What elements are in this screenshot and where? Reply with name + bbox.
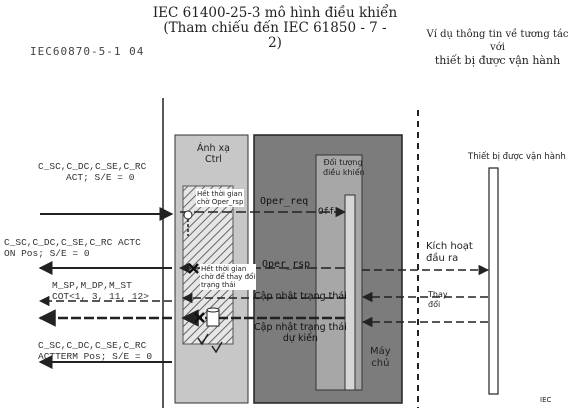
update-expected-line-1: Cập nhật trạng thái <box>254 322 347 333</box>
server-label: Máy chủ <box>370 346 391 370</box>
timeout-note-2-line-2: chờ để thay đổi <box>201 273 256 281</box>
update-status-label: Cập nhật trạng thái <box>254 291 347 302</box>
signal-monitor: M_SP,M_DP,M_ST COT<1, 3, 11, 12> <box>52 280 149 302</box>
timer-symbol-1 <box>183 210 193 236</box>
control-object-label-2: điều khiển <box>323 168 365 177</box>
change-line-1: Thay <box>428 290 448 299</box>
activate-line-2: đầu ra <box>426 253 459 264</box>
right-header: Ví dụ thông tin về tương tác với thiết b… <box>425 28 570 67</box>
signal-act: C_SC,C_DC,C_SE,C_RC ACT; S/E = 0 <box>38 161 146 183</box>
change-line-2: đổi <box>428 300 441 309</box>
timeout-note-2-line-1: Hết thời gian <box>201 265 247 273</box>
timer-check-1 <box>197 333 209 346</box>
signal-actterm-line-2: ACTTERM Pos; S/E = 0 <box>38 351 153 362</box>
off-label: Off <box>318 207 335 217</box>
oper-req-label: Oper_req <box>260 196 309 207</box>
device-bar <box>488 167 499 395</box>
mapping-label-2: Ctrl <box>205 154 222 165</box>
mapping-label-1: Ánh xạ <box>197 143 231 154</box>
update-expected-label: Cập nhật trạng thái dự kiến <box>254 322 347 344</box>
title-line-3: 2) <box>268 35 282 51</box>
timeout-cross-2 <box>194 312 205 323</box>
change-label: Thay đổi <box>428 290 448 310</box>
server-label-1: Máy <box>370 346 391 357</box>
page-title: IEC 61400-25-3 mô hình điều khiển (Tham … <box>150 6 400 51</box>
timeout-note-1: Hết thời gian chờ Oper_rsp <box>196 189 245 207</box>
activate-label: Kích hoạt đầu ra <box>426 241 473 265</box>
signal-actcon-line-2: ON Pos; S/E = 0 <box>4 248 90 259</box>
timer-check-2 <box>211 341 223 354</box>
update-expected-line-2: dự kiến <box>282 333 318 344</box>
title-line-2: (Tham chiếu đến IEC 61850 - 7 - <box>163 20 387 36</box>
signal-act-line-2: ACT; S/E = 0 <box>66 172 135 183</box>
timeout-note-2: Hết thời gian chờ để thay đổi trạng thái <box>200 264 257 290</box>
signal-actcon-line-1: C_SC,C_DC,C_SE,C_RC ACTC <box>4 237 141 248</box>
activate-line-1: Kích hoạt <box>426 241 473 252</box>
signal-monitor-line-2: COT<1, 3, 11, 12> <box>52 291 149 302</box>
server-label-2: chủ <box>371 358 390 369</box>
oper-rsp-label: Oper_rsp <box>262 259 311 270</box>
timer-cylinder <box>206 307 220 327</box>
mapping-label: Ánh xạ Ctrl <box>197 143 230 165</box>
timeout-note-2-line-3: trạng thái <box>201 281 236 289</box>
signal-monitor-line-1: M_SP,M_DP,M_ST <box>52 280 132 291</box>
device-label: Thiết bị được vận hành <box>468 152 566 162</box>
right-header-line-2: thiết bị được vận hành <box>434 54 561 67</box>
timeout-note-1-line-1: Hết thời gian <box>197 190 243 198</box>
signal-actcon: C_SC,C_DC,C_SE,C_RC ACTC ON Pos; S/E = 0 <box>4 237 141 259</box>
source-label: IEC <box>540 396 552 404</box>
control-object-bar <box>344 194 356 391</box>
title-line-1: IEC 61400-25-3 mô hình điều khiển <box>152 5 398 21</box>
signal-actterm: C_SC,C_DC,C_SE,C_RC ACTTERM Pos; S/E = 0 <box>38 340 152 362</box>
left-standard-label: IEC60870-5-1 04 <box>30 45 145 58</box>
control-object-label: Đối tượng điều khiển <box>323 158 365 178</box>
control-object-label-1: Đối tượng <box>323 158 363 167</box>
timeout-cross-1 <box>188 263 199 274</box>
signal-actterm-line-1: C_SC,C_DC,C_SE,C_RC <box>38 340 147 351</box>
timeout-note-1-line-2: chờ Oper_rsp <box>197 198 244 206</box>
right-header-line-1: Ví dụ thông tin về tương tác với <box>426 29 569 53</box>
signal-act-line-1: C_SC,C_DC,C_SE,C_RC <box>38 161 147 172</box>
